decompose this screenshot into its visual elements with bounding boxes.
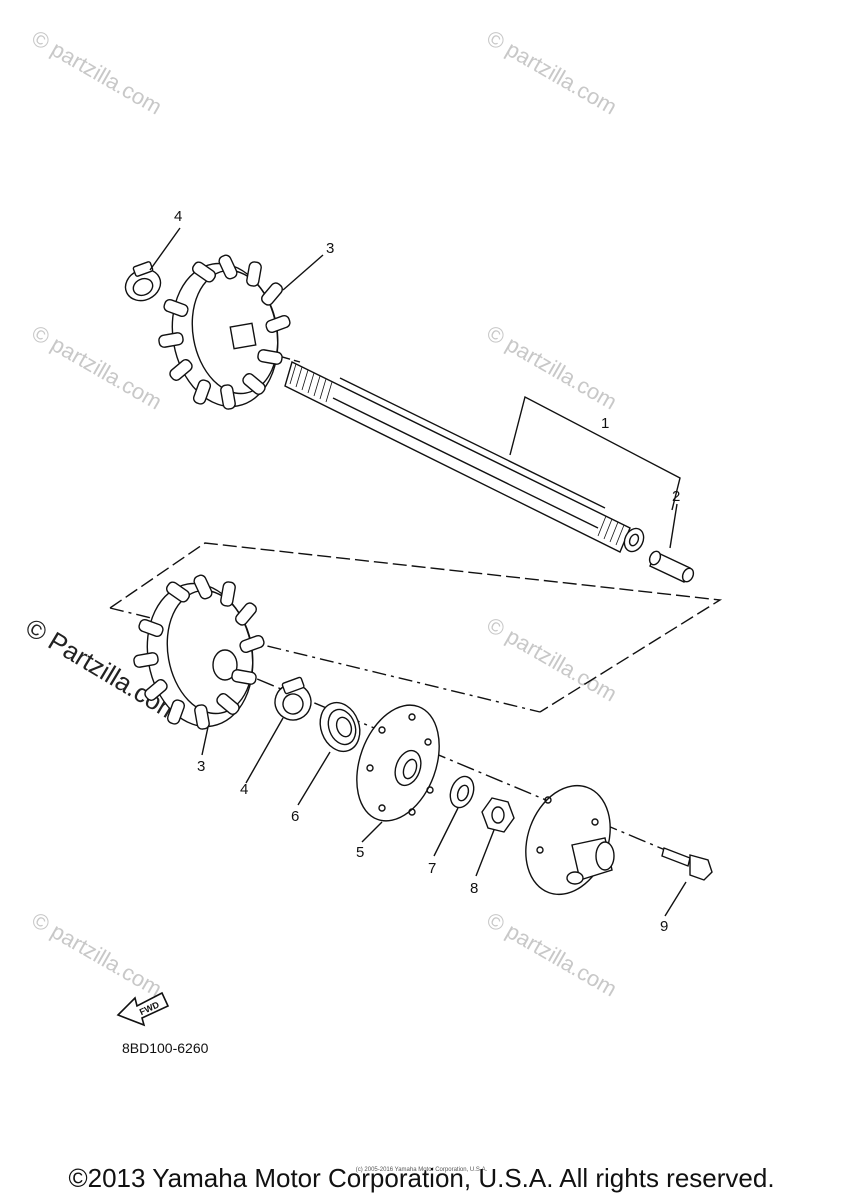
callout-3-lower: 3 xyxy=(197,758,206,775)
bearing-plate xyxy=(356,704,440,822)
hex-nut xyxy=(481,797,515,833)
clamp-upper xyxy=(124,261,162,302)
washer xyxy=(449,775,475,809)
leader-8 xyxy=(475,829,495,877)
diagram-code: 8BD100-6260 xyxy=(122,1040,209,1056)
footer-small-print: (c) 2005-2016 Yamaha Motor Corporation, … xyxy=(355,1167,488,1173)
leader-4-upper xyxy=(149,227,181,271)
bearing xyxy=(319,701,361,753)
bolt xyxy=(661,847,713,881)
leader-7 xyxy=(433,807,459,857)
drive-shaft xyxy=(284,361,645,553)
leader-5 xyxy=(361,821,383,843)
leader-3-upper xyxy=(282,254,324,291)
flange-hub xyxy=(525,784,615,896)
callout-6: 6 xyxy=(291,808,300,825)
callout-7: 7 xyxy=(428,860,437,877)
leader-9 xyxy=(664,881,687,917)
callout-1: 1 xyxy=(601,415,610,432)
callout-8: 8 xyxy=(470,880,479,897)
leader-4-lower xyxy=(245,717,284,784)
dashed-outline xyxy=(109,542,723,713)
callout-4-lower: 4 xyxy=(240,781,249,798)
sprocket-upper xyxy=(158,254,291,410)
callout-9: 9 xyxy=(660,918,669,935)
clamp-lower xyxy=(274,676,312,721)
callout-4-upper: 4 xyxy=(174,208,183,225)
leader-2 xyxy=(669,503,678,549)
leader-3-lower xyxy=(201,726,209,756)
leader-6 xyxy=(297,751,331,806)
callout-3-upper: 3 xyxy=(326,240,335,257)
callout-2: 2 xyxy=(672,488,681,505)
callout-5: 5 xyxy=(356,844,365,861)
shaft-plug xyxy=(648,550,695,583)
bracket-line xyxy=(509,395,681,511)
footer-copyright: ©2013 Yamaha Motor Corporation, U.S.A. A… xyxy=(68,1163,775,1193)
sprocket-lower xyxy=(133,574,265,730)
fwd-arrow-icon xyxy=(116,991,170,1027)
